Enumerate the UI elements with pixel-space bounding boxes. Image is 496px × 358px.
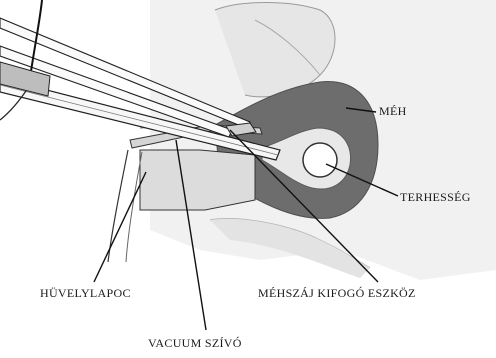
- speculum-blade-lower: [140, 150, 255, 210]
- label-cervix-tool: MÉHSZÁJ KIFOGÓ ESZKÖZ: [258, 286, 416, 301]
- label-speculum: HÜVELYLAPOC: [40, 286, 131, 301]
- label-pregnancy: TERHESSÉG: [400, 190, 471, 205]
- pregnancy-sac: [303, 143, 337, 177]
- label-vacuum: VACUUM SZÍVÓ: [148, 336, 242, 351]
- label-uterus: MÉH: [379, 104, 407, 119]
